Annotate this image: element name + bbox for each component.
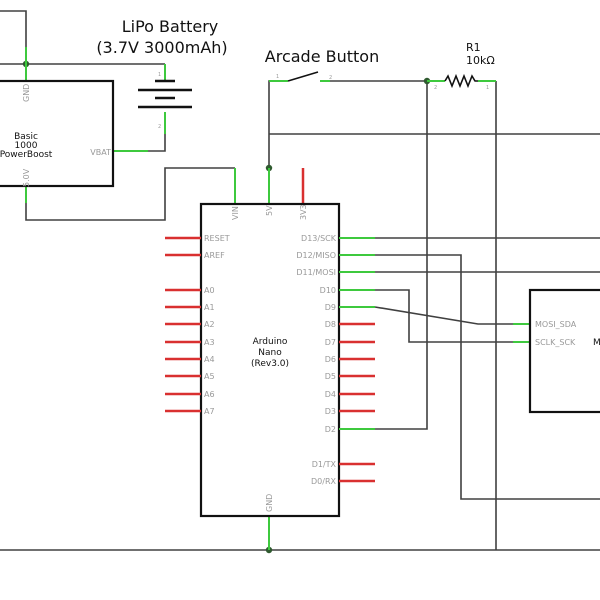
powerboost-name: PowerBoost — [0, 150, 53, 160]
pin-number: 1 — [276, 74, 279, 80]
arduino-nano: VIN 5V 3V3 GND Arduino Nano (Rev3.0) RES… — [165, 168, 375, 550]
pin-label-gnd: GND — [22, 84, 31, 102]
pin-label-sclk-sck: SCLK_SCK — [535, 338, 576, 347]
resistor-value: 10kΩ — [466, 54, 495, 67]
battery-spec: (3.7V 3000mAh) — [96, 38, 227, 57]
pin-label-vbat: VBAT — [90, 148, 111, 157]
pin-label-gnd: GND — [265, 494, 274, 512]
pin-label: A7 — [204, 407, 215, 416]
display-name: M — [593, 338, 600, 348]
pin-label: A6 — [204, 390, 215, 399]
pin-label: D9 — [325, 303, 336, 312]
wires — [0, 10, 600, 551]
pin-label: D7 — [325, 338, 336, 347]
pin-number: 1 — [486, 85, 489, 91]
pin-label: D5 — [325, 372, 336, 381]
pin-number: 1 — [158, 72, 161, 78]
arduino-name: (Rev3.0) — [251, 359, 289, 369]
pin-label: D3 — [325, 407, 336, 416]
pin-label: A1 — [204, 303, 215, 312]
pin-number: 2 — [434, 85, 437, 91]
pin-label-mosi-sda: MOSI_SDA — [535, 320, 577, 329]
pin-label: A5 — [204, 372, 215, 381]
pin-label: A3 — [204, 338, 215, 347]
pin-label: D4 — [325, 390, 336, 399]
pin-label: D13/SCK — [301, 234, 337, 243]
powerboost-name: 1000 — [15, 141, 38, 151]
pin-label-3v3: 3V3 — [299, 204, 308, 220]
resistor-name: R1 — [466, 41, 481, 54]
pin-label: D10 — [320, 286, 336, 295]
pin-label-5v: 5.0V — [22, 168, 31, 187]
battery-title: LiPo Battery — [122, 17, 219, 36]
pin-label: D0/RX — [311, 477, 337, 486]
pin-label: A4 — [204, 355, 215, 364]
pin-label: D11/MOSI — [296, 268, 336, 277]
battery: LiPo Battery (3.7V 3000mAh) 1 2 — [96, 17, 228, 134]
pin-label-vin: VIN — [231, 206, 240, 220]
pin-label: D6 — [325, 355, 336, 364]
pin-label: D12/MISO — [296, 251, 336, 260]
pin-label: D1/TX — [312, 460, 337, 469]
pin-label: D8 — [325, 320, 336, 329]
pin-label: RESET — [204, 234, 230, 243]
arduino-name: Arduino — [253, 337, 288, 347]
pin-label: D2 — [325, 425, 336, 434]
arcade-button: Arcade Button 1 2 — [265, 47, 379, 82]
button-title: Arcade Button — [265, 47, 379, 66]
powerboost-name: Basic — [14, 132, 38, 142]
pin-label-5v: 5V — [265, 205, 274, 216]
resistor-r1: R1 10kΩ 2 1 — [427, 41, 496, 91]
pin-label: AREF — [204, 251, 225, 260]
pin-label: A2 — [204, 320, 215, 329]
pin-label: A0 — [204, 286, 215, 295]
arduino-name: Nano — [258, 348, 282, 358]
pin-number: 2 — [158, 124, 161, 130]
pin-number: 2 — [329, 75, 332, 81]
display-module: MOSI_SDA SCLK_SCK M — [513, 288, 600, 414]
powerboost-module: GND 5.0V VBAT Basic 1000 PowerBoost — [0, 47, 148, 203]
